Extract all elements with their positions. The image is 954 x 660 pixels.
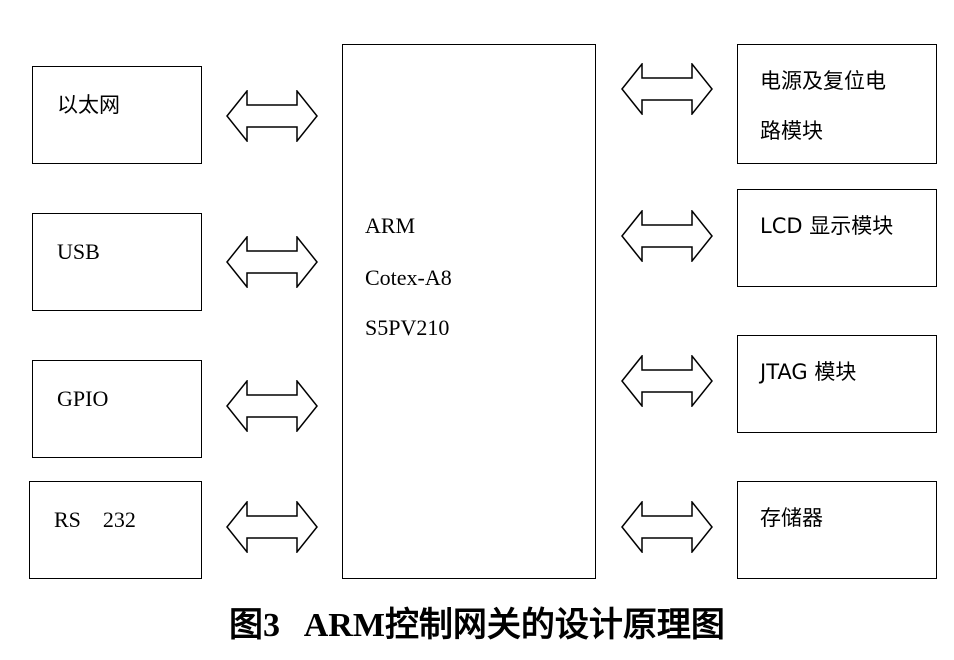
power-reset-double-arrow-icon [621,63,713,115]
figure-caption: 图3 ARM控制网关的设计原理图 [0,597,954,646]
rs232-module-box: RS 232 [29,481,202,579]
rs232-double-arrow-icon [226,501,318,553]
caption-text: 控制网关的设计原理图 [384,605,725,645]
gpio-module-box: GPIO [32,360,202,458]
jtag-double-arrow-icon [621,355,713,407]
gpio-double-arrow-icon [226,380,318,432]
ethernet-module-box: 以太网 [32,66,202,164]
ethernet-label: 以太网 [57,93,120,117]
usb-module-box: USB [32,213,202,311]
processor-line-chip: S5PV210 [365,315,450,340]
power-reset-label-line2: 路模块 [760,119,823,143]
usb-label: USB [57,239,100,264]
jtag-label: JTAG 模块 [760,360,857,384]
processor-box: ARM Cotex-A8 S5PV210 [342,44,596,579]
power-reset-module-box: 电源及复位电 路模块 [737,44,937,164]
storage-label: 存储器 [760,506,823,530]
caption-prefix: 图 [229,605,264,645]
storage-module-box: 存储器 [737,481,937,579]
rs232-label: RS 232 [54,507,136,532]
ethernet-double-arrow-icon [226,90,318,142]
storage-double-arrow-icon [621,501,713,553]
power-reset-label-line1: 电源及复位电 [760,69,886,93]
usb-double-arrow-icon [226,236,318,288]
lcd-double-arrow-icon [621,210,713,262]
processor-line-arm: ARM [365,213,416,238]
lcd-module-box: LCD 显示模块 [737,189,937,287]
jtag-module-box: JTAG 模块 [737,335,937,433]
lcd-label: LCD 显示模块 [760,214,894,238]
caption-number: 3 [263,607,281,644]
caption-model: ARM [303,607,385,644]
gpio-label: GPIO [57,386,109,411]
processor-line-core: Cotex-A8 [365,265,452,290]
